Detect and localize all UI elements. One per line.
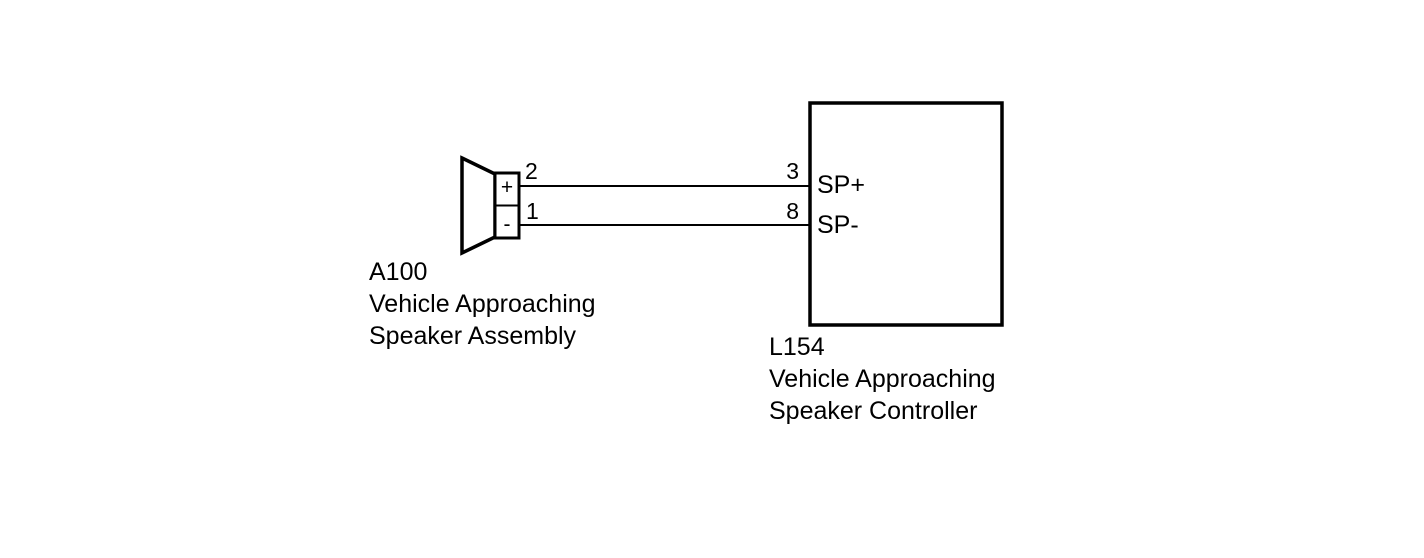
speaker-name-line1: Vehicle Approaching — [369, 290, 596, 318]
controller-code: L154 — [769, 333, 825, 361]
controller-name-line2: Speaker Controller — [769, 397, 977, 425]
controller-caption: L154 Vehicle Approaching Speaker Control… — [769, 333, 996, 425]
controller-sp-plus-label: SP+ — [817, 171, 865, 199]
controller-box — [808, 101, 1004, 327]
controller-name-line1: Vehicle Approaching — [769, 365, 996, 393]
speaker-code: A100 — [369, 258, 427, 286]
controller-pin-8: 8 — [786, 198, 799, 224]
controller-pin-3: 3 — [786, 158, 799, 184]
speaker-assembly: + - — [460, 155, 521, 256]
speaker-caption: A100 Vehicle Approaching Speaker Assembl… — [369, 258, 596, 350]
speaker-icon — [460, 155, 497, 256]
speaker-pin-1: 1 — [526, 198, 539, 224]
speaker-pin-2: 2 — [525, 158, 538, 184]
speaker-name-line2: Speaker Assembly — [369, 322, 577, 350]
controller-sp-minus-label: SP- — [817, 211, 859, 239]
terminal-plus-label: + — [501, 176, 513, 199]
terminal-minus-label: - — [504, 213, 511, 236]
